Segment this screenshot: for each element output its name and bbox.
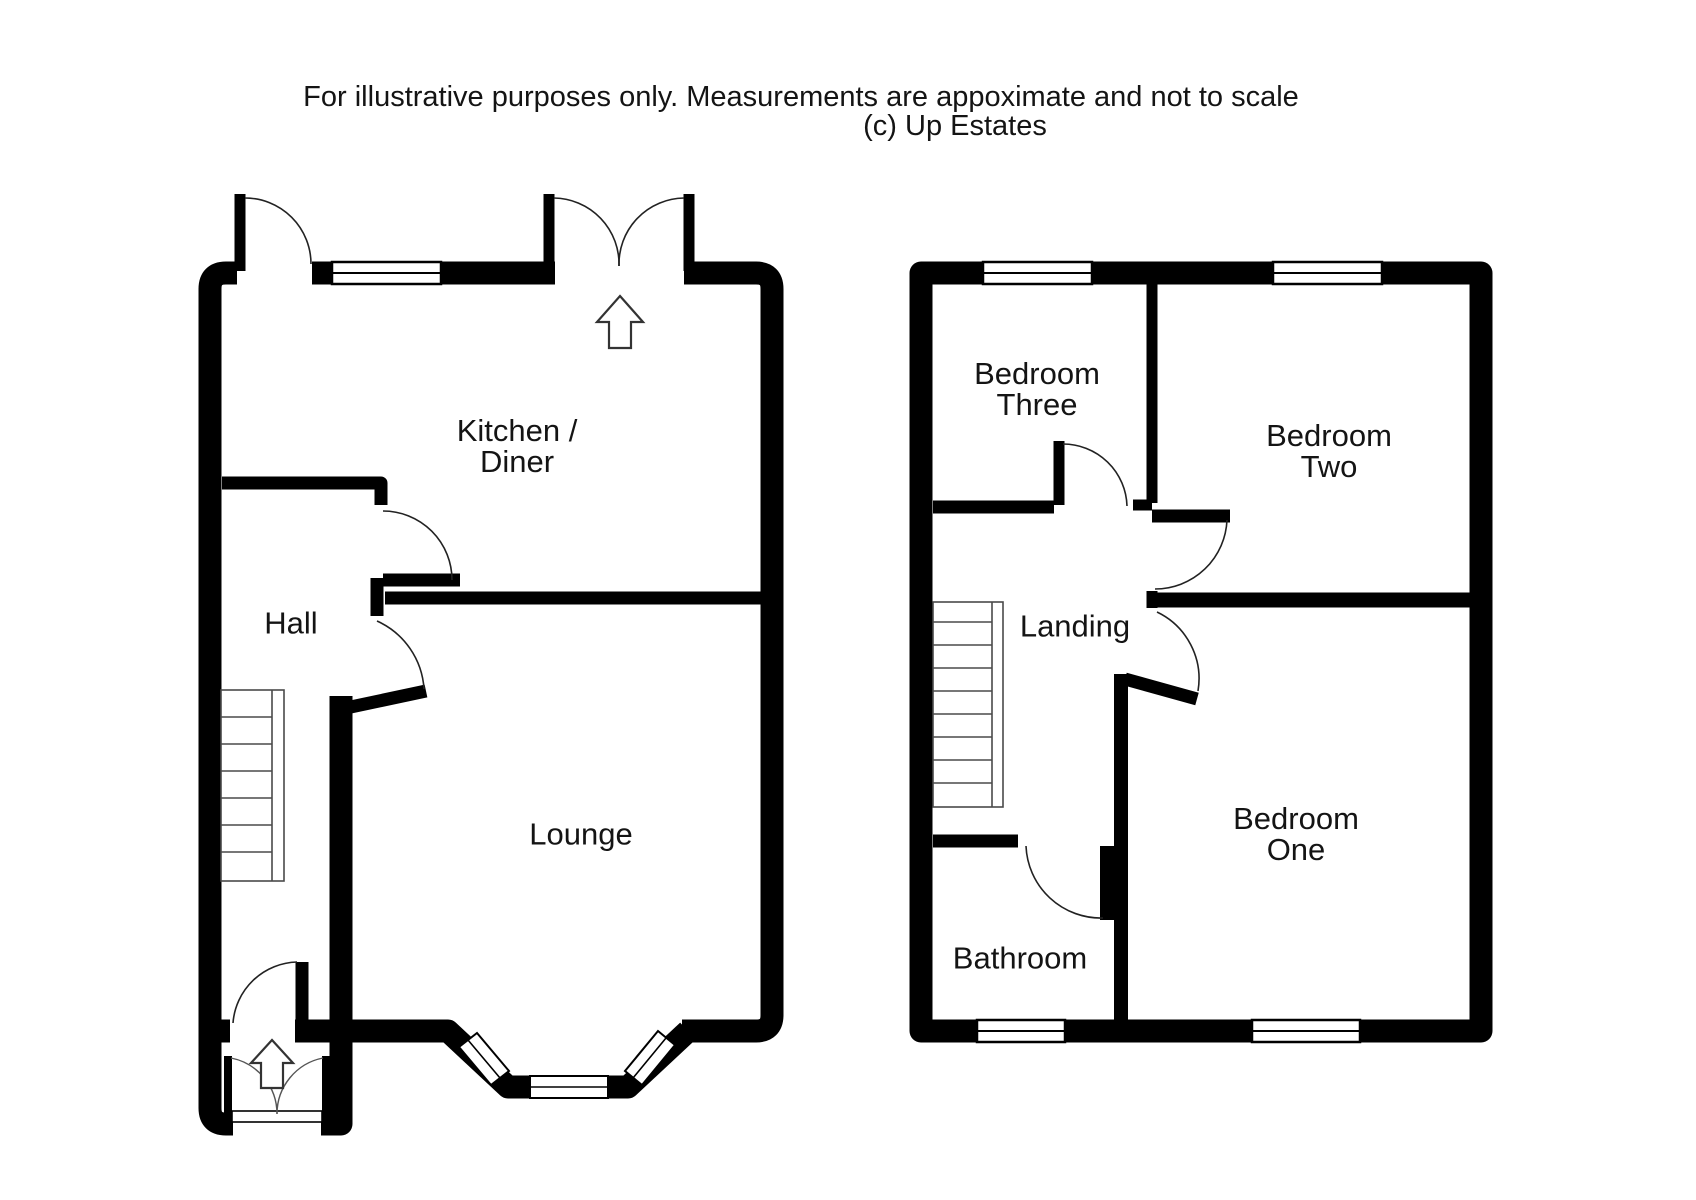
room-label-hall: Hall	[264, 605, 318, 641]
ground-floor-walls	[198, 261, 784, 1136]
ground-floor-plan	[198, 194, 784, 1136]
door-swing-arc	[553, 197, 620, 267]
kitchen-door	[382, 510, 460, 587]
door-swing-arc	[1156, 611, 1200, 692]
rear-entrance-arrow-icon	[594, 294, 646, 350]
stairs-icon	[220, 689, 285, 882]
door-swing-arc	[232, 961, 298, 1024]
ground-floor-partitions	[222, 476, 770, 616]
bedroom-two-door	[1152, 509, 1230, 590]
first-floor-windows	[975, 260, 1384, 1044]
door-swing-arc	[1154, 519, 1228, 590]
door-swing-arc	[244, 197, 312, 265]
front-entrance-arrow-icon	[248, 1038, 296, 1090]
lounge-door	[344, 620, 428, 715]
first-floor-plan	[909, 260, 1493, 1044]
room-label-bathroom: Bathroom	[952, 940, 1088, 976]
door-swing-arc	[1062, 443, 1128, 507]
bedroom-three-door	[1053, 441, 1128, 507]
door-swing-arc	[276, 1057, 324, 1115]
disclaimer-text: For illustrative purposes only. Measurem…	[303, 81, 1299, 113]
door-swing-arc	[1025, 845, 1104, 919]
room-label-lounge: Lounge	[529, 816, 633, 852]
rear-double-doors	[543, 194, 695, 271]
bedroom-one-door	[1123, 611, 1200, 706]
kitchen-window	[330, 260, 443, 286]
bathroom-door	[1025, 845, 1114, 920]
room-label-kitchen-diner: Kitchen / Diner	[456, 413, 578, 479]
kitchen-window-door	[234, 194, 312, 271]
door-swing-arc	[382, 510, 453, 581]
room-label-landing: Landing	[1019, 608, 1131, 644]
copyright-text: (c) Up Estates	[863, 110, 1047, 142]
porch-inner-door	[232, 961, 309, 1029]
room-label-bedroom-one: Bedroom One	[1233, 801, 1359, 867]
door-swing-arc	[618, 197, 685, 267]
first-floor-partitions	[933, 284, 1470, 1020]
room-label-bedroom-three: Bedroom Three	[974, 356, 1100, 422]
door-swing-arc	[376, 620, 425, 690]
bay-window	[457, 1029, 677, 1099]
room-label-bedroom-two: Bedroom Two	[1266, 418, 1392, 484]
stairs-icon	[932, 601, 1004, 808]
